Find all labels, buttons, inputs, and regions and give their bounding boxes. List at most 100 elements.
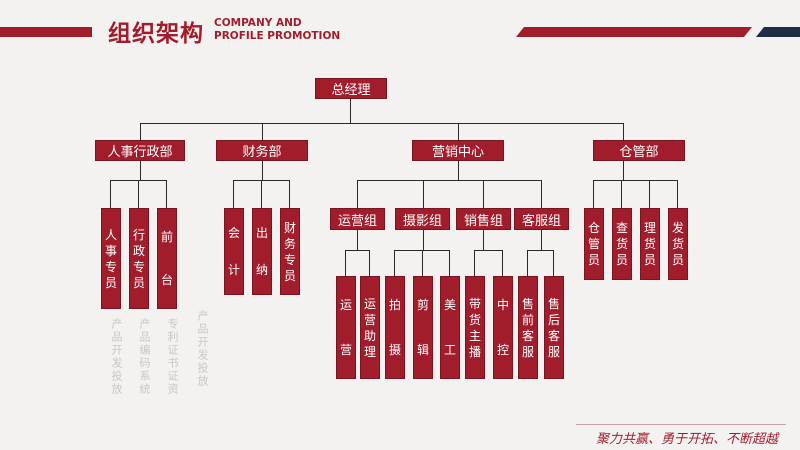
- role-char: 售: [521, 296, 534, 311]
- role-char: 事: [104, 243, 117, 258]
- connector-dept-warehouse: [623, 123, 624, 140]
- role-char: 纳: [255, 262, 268, 277]
- node-group-ops[interactable]: 运营组: [330, 208, 385, 230]
- role-char: 运: [363, 296, 376, 311]
- page-title: 组织架构: [108, 21, 204, 47]
- role-char: 务: [283, 236, 296, 251]
- role-char: 前: [521, 312, 534, 327]
- node-dept-hr[interactable]: 人事行政部: [95, 140, 185, 161]
- header-bar-accent: [756, 27, 800, 37]
- role-char: 货: [671, 237, 684, 251]
- ghost-text-1: 产品开发投放: [110, 318, 123, 396]
- connector-dept-hr: [140, 123, 141, 140]
- role-char: 客: [521, 328, 534, 343]
- node-role[interactable]: 运营助理: [360, 276, 380, 379]
- role-char: 行: [132, 227, 145, 242]
- ghost-text-3: 专利证书证资: [166, 318, 179, 396]
- subtitle-line-2: PROFILE PROMOTION: [214, 30, 341, 42]
- node-role[interactable]: 理货员: [640, 208, 660, 280]
- node-role[interactable]: 中控: [493, 276, 513, 379]
- role-char: 播: [468, 344, 481, 359]
- connector-dept-bus: [140, 123, 624, 124]
- node-role[interactable]: 仓管员: [584, 208, 604, 280]
- node-role[interactable]: 带货主播: [465, 276, 485, 379]
- header-bar-right: [516, 27, 752, 37]
- role-char: 摄: [388, 342, 401, 357]
- connector-photo-1: [394, 250, 395, 276]
- connector-mkt-bus: [357, 180, 542, 181]
- node-dept-finance[interactable]: 财务部: [216, 140, 308, 161]
- node-role[interactable]: 出纳: [252, 208, 272, 295]
- node-group-sales[interactable]: 销售组: [456, 208, 511, 230]
- role-char: 员: [671, 253, 684, 267]
- node-role[interactable]: 人事专员: [101, 208, 121, 309]
- node-role[interactable]: 前台: [157, 208, 177, 309]
- role-char: 会: [227, 226, 240, 241]
- role-char: 货: [643, 237, 656, 251]
- connector-service-2: [553, 250, 554, 276]
- role-char: 工: [443, 342, 456, 357]
- node-role[interactable]: 售后客服: [544, 276, 564, 379]
- role-char: 剪: [416, 298, 429, 313]
- role-char: 员: [132, 275, 145, 290]
- connector-ops-bus: [345, 250, 370, 251]
- role-char: 员: [643, 253, 656, 267]
- role-char: 仓: [587, 221, 600, 235]
- role-char: 服: [521, 344, 534, 359]
- node-dept-warehouse[interactable]: 仓管部: [593, 140, 685, 161]
- node-role[interactable]: 会计: [224, 208, 244, 295]
- role-char: 员: [283, 268, 296, 283]
- connector-service-bus: [527, 250, 554, 251]
- role-char: 营: [363, 312, 376, 327]
- role-char: 中: [496, 298, 509, 313]
- connector-service-down: [541, 230, 542, 250]
- footer-rule: [576, 424, 786, 425]
- connector-mkt-sales: [483, 180, 484, 208]
- role-char: 拍: [388, 298, 401, 313]
- node-group-service[interactable]: 客服组: [514, 208, 569, 230]
- connector-wh-4: [677, 180, 678, 208]
- role-char: 客: [547, 328, 560, 343]
- subtitle-line-1: COMPANY AND: [214, 17, 302, 29]
- connector-wh-down: [623, 161, 624, 180]
- role-char: 营: [339, 342, 352, 357]
- node-dept-marketing[interactable]: 营销中心: [412, 140, 504, 161]
- node-role[interactable]: 美工: [440, 276, 460, 379]
- node-role[interactable]: 查货员: [612, 208, 632, 280]
- connector-service-1: [527, 250, 528, 276]
- connector-hr-down: [140, 161, 141, 180]
- connector-sales-down: [483, 230, 484, 250]
- role-char: 助: [363, 328, 376, 343]
- role-char: 售: [547, 296, 560, 311]
- node-role[interactable]: 发货员: [668, 208, 688, 280]
- role-char: 运: [339, 298, 352, 313]
- node-role[interactable]: 剪辑: [413, 276, 433, 379]
- ghost-text-2: 产品编码系统: [138, 318, 151, 396]
- connector-fin-1: [233, 180, 234, 208]
- role-char: 发: [671, 221, 684, 235]
- connector-mkt-ops: [357, 180, 358, 208]
- connector-fin-3: [289, 180, 290, 208]
- node-role[interactable]: 行政专员: [129, 208, 149, 309]
- role-char: 出: [255, 226, 268, 241]
- role-char: 台: [160, 273, 173, 288]
- node-role[interactable]: 售前客服: [518, 276, 538, 379]
- connector-fin-2: [261, 180, 262, 208]
- connector-ops-1: [345, 250, 346, 276]
- node-role[interactable]: 拍摄: [385, 276, 405, 379]
- role-char: 主: [468, 328, 481, 343]
- connector-dept-marketing: [458, 123, 459, 140]
- role-char: 辑: [416, 342, 429, 357]
- role-char: 查: [615, 221, 628, 235]
- connector-sales-1: [474, 250, 475, 276]
- node-group-photo[interactable]: 摄影组: [395, 208, 450, 230]
- connector-dept-finance: [262, 123, 263, 140]
- role-char: 带: [468, 296, 481, 311]
- connector-wh-2: [621, 180, 622, 208]
- node-role[interactable]: 财务专员: [280, 208, 300, 295]
- connector-sales-bus: [474, 250, 503, 251]
- node-role[interactable]: 运营: [336, 276, 356, 379]
- role-char: 政: [132, 243, 145, 258]
- node-root[interactable]: 总经理: [315, 78, 387, 99]
- connector-ops-down: [357, 230, 358, 250]
